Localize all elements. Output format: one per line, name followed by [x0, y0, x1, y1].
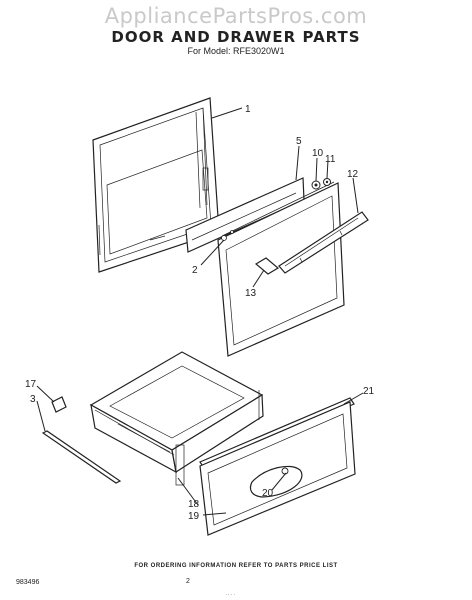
drawer-body [89, 351, 264, 486]
fastener-parts [311, 178, 331, 190]
door-handle [278, 211, 369, 274]
drawer-handle [249, 465, 303, 498]
callout-3: 3 [30, 394, 36, 405]
bottom-mark: ·· · · [226, 592, 236, 598]
leader-lines [36, 107, 364, 516]
drawer-rail [41, 430, 122, 484]
page-title: DOOR AND DRAWER PARTS [111, 28, 361, 46]
callout-2: 2 [192, 265, 198, 276]
callout-5: 5 [296, 136, 302, 147]
model-subtitle: For Model: RFE3020W1 [187, 46, 285, 56]
inner-door-frame [217, 181, 345, 357]
callout-17: 17 [25, 379, 37, 390]
drawer-clip [51, 396, 67, 413]
callout-10: 10 [312, 148, 324, 159]
watermark: AppliancePartsPros.com [104, 4, 368, 28]
callout-11: 11 [325, 154, 336, 165]
callout-12: 12 [347, 169, 359, 180]
ordering-note: FOR ORDERING INFORMATION REFER TO PARTS … [134, 563, 338, 569]
outer-door-panel [92, 97, 220, 273]
callout-19: 19 [188, 511, 200, 522]
callout-18: 18 [188, 499, 200, 510]
callout-20: 20 [262, 488, 274, 499]
callout-13: 13 [245, 288, 257, 299]
callout-labels: 1 5 10 11 12 2 13 17 3 21 18 20 19 [25, 104, 375, 522]
page-number: 2 [186, 578, 190, 585]
callout-21: 21 [363, 386, 375, 397]
callout-1: 1 [245, 104, 251, 115]
document-code: 983496 [16, 579, 40, 586]
